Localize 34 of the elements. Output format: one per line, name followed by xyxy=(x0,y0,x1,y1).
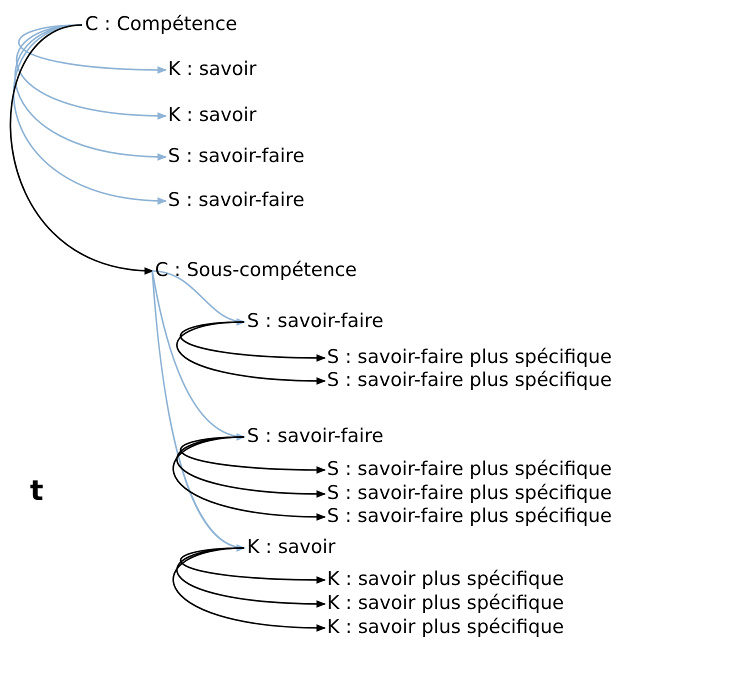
node-text: S : savoir-faire xyxy=(168,189,304,213)
curved-arrow xyxy=(176,321,326,385)
curved-arrow xyxy=(180,547,326,584)
node-text: S : savoir-faire xyxy=(168,145,304,169)
curved-arrow xyxy=(180,321,326,362)
curved-arrow xyxy=(152,270,246,325)
curved-arrow xyxy=(176,436,326,498)
curved-arrow xyxy=(172,436,326,521)
curved-arrow xyxy=(151,270,246,550)
curved-arrow xyxy=(14,24,167,160)
curved-arrow xyxy=(12,24,167,204)
node-text: S : savoir-faire plus spécifique xyxy=(327,458,612,482)
curved-arrow xyxy=(180,436,326,474)
node-text: K : savoir xyxy=(247,536,336,560)
node-text: S : savoir-faire xyxy=(247,425,384,449)
curved-arrow xyxy=(172,547,326,632)
node-text: K : savoir plus spécifique xyxy=(327,616,564,640)
node-text: K : savoir xyxy=(168,104,256,128)
node-text: S : savoir-faire xyxy=(247,310,384,334)
node-text: S : savoir-faire plus spécifique xyxy=(327,346,612,370)
node-text: C : Compétence xyxy=(85,13,238,37)
node-text: S : savoir-faire plus spécifique xyxy=(327,369,612,393)
node-text: K : savoir xyxy=(168,58,256,82)
curved-arrow xyxy=(18,24,167,74)
curved-arrow xyxy=(176,547,326,608)
node-text: K : savoir plus spécifique xyxy=(327,592,564,616)
curved-arrow xyxy=(151,270,246,440)
node-text: S : savoir-faire plus spécifique xyxy=(327,505,612,529)
node-text: K : savoir plus spécifique xyxy=(327,568,564,592)
curved-arrow xyxy=(10,24,154,274)
node-text: S : savoir-faire plus spécifique xyxy=(327,482,612,506)
node-text: C : Sous-compétence xyxy=(155,259,357,283)
curved-arrow xyxy=(16,24,167,120)
text-fragment: t xyxy=(30,474,44,507)
